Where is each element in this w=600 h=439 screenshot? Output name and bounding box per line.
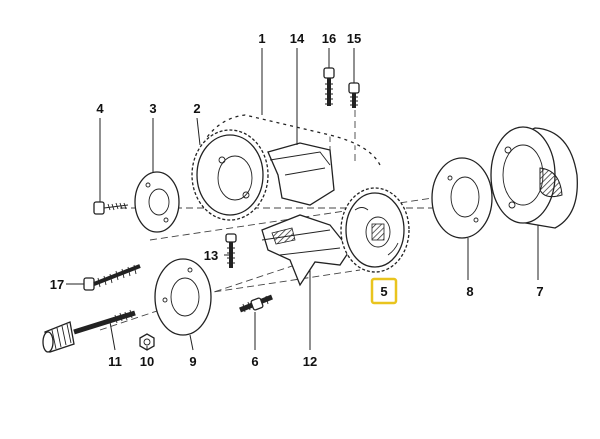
part-13-bolt: [225, 233, 237, 268]
part-9-disc: [154, 258, 212, 336]
callout-4: 4: [96, 101, 104, 116]
callout-15: 15: [347, 31, 361, 46]
callout-13: 13: [204, 248, 218, 263]
callout-5: 5: [380, 284, 387, 299]
callout-9: 9: [189, 354, 196, 369]
part-4-bolt: [93, 201, 129, 215]
part-11-splined-shaft: [42, 309, 136, 353]
callout-10: 10: [140, 354, 154, 369]
callout-6: 6: [251, 354, 258, 369]
part-5-lower-sprocket: [340, 187, 410, 273]
part-8-ring: [431, 157, 493, 239]
callout-8: 8: [466, 284, 473, 299]
leader-lines: [66, 48, 539, 351]
part-17-bolt: [83, 264, 141, 291]
part-15-bolt: [348, 82, 360, 108]
part-6-stud: [239, 294, 273, 313]
callout-16: 16: [322, 31, 336, 46]
part-2-upper-sprocket: [191, 129, 269, 221]
callout-17: 17: [50, 277, 64, 292]
part-1-timing-chain: [203, 113, 382, 166]
callout-12: 12: [303, 354, 317, 369]
part-7-cover-disc: [490, 126, 578, 229]
callout-7: 7: [536, 284, 543, 299]
callout-11: 11: [108, 354, 122, 369]
callout-14: 14: [290, 31, 305, 46]
callout-3: 3: [149, 101, 156, 116]
part-14-tensioner-rail: [267, 142, 335, 206]
part-12-chain-guide: [261, 214, 351, 287]
part-16-bolt: [323, 67, 335, 106]
callout-2: 2: [193, 101, 200, 116]
part-10-nut: [139, 333, 155, 351]
callout-1: 1: [258, 31, 265, 46]
part-3-plate: [134, 171, 180, 233]
highlight-box[interactable]: [370, 277, 398, 305]
